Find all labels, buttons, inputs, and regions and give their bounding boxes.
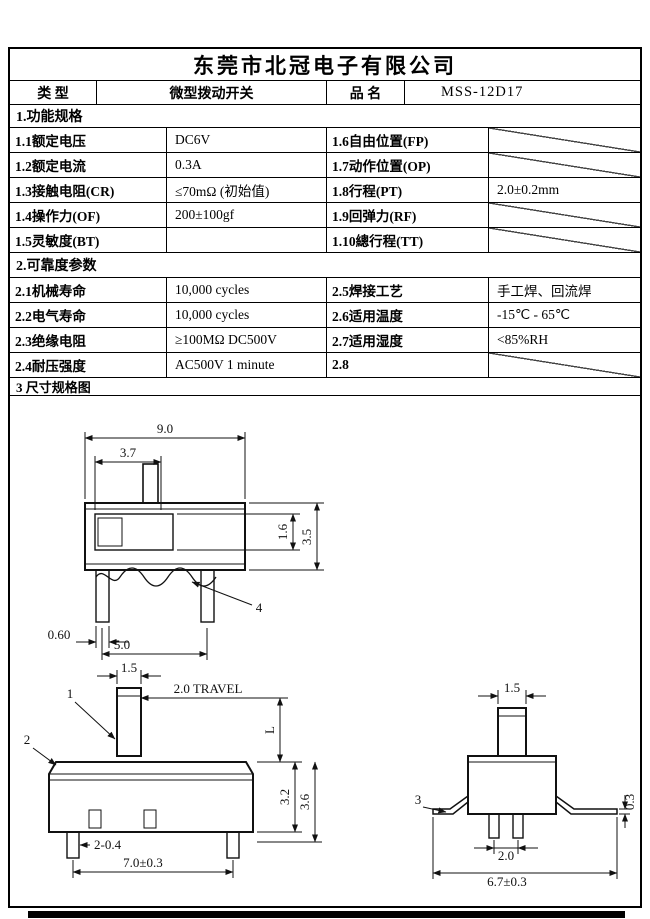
company-title: 东莞市北冠电子有限公司 [10, 49, 640, 81]
spec-label: 1.9回弹力(RF) [326, 203, 488, 227]
spec-label: 2.4耐压强度 [15, 359, 86, 374]
spec-label: 2.1机械寿命 [15, 284, 86, 299]
top-view-drawing [76, 432, 324, 660]
table-row: 2.2电气寿命 10,000 cycles 2.6适用温度 -15℃ - 65℃ [10, 303, 640, 328]
spec-label: 2.3绝缘电阻 [15, 334, 86, 349]
dim-front-pin-note: 2-0.4 [94, 837, 122, 852]
dim-front-stem-width: 1.5 [121, 660, 137, 675]
dim-side-total-width: 6.7±0.3 [487, 874, 527, 889]
section1-header: 1.功能规格 [10, 105, 640, 128]
dim-top-slot-width: 3.7 [120, 445, 137, 460]
dim-side-stem-width: 1.5 [504, 680, 520, 695]
dim-front-body-height: 3.2 [277, 789, 292, 805]
table-row: 1.5灵敏度(BT) 1.10總行程(TT) [10, 228, 640, 253]
table-row: 1.4操作力(OF) 200±100gf 1.9回弹力(RF) [10, 203, 640, 228]
dim-front-stem-height: L [262, 726, 277, 734]
spec-label: 2.6适用温度 [326, 303, 488, 327]
spec-label: 1.6自由位置(FP) [326, 128, 488, 152]
table-row: 2.1机械寿命 10,000 cycles 2.5焊接工艺 手工焊、回流焊 [10, 278, 640, 303]
callout-body-number: 2 [24, 732, 31, 747]
callout-bracket-number: 3 [415, 792, 422, 807]
side-view-drawing [422, 690, 630, 879]
spec-value: 10,000 cycles [166, 303, 326, 327]
dim-front-travel: 2.0 TRAVEL [174, 681, 243, 696]
table-row: 2.4耐压强度 AC500V 1 minute 2.8 [10, 353, 640, 378]
type-value: 微型拨动开关 [96, 81, 326, 104]
spec-label: 1.8行程(PT) [326, 178, 488, 202]
section3-header: 3 尺寸规格图 [10, 378, 640, 396]
dimension-drawing-area: 9.0 3.7 1.6 3.5 4 0.60 5.0 1.5 2.0 TRAVE… [10, 396, 640, 906]
spec-label: 2.5焊接工艺 [326, 278, 488, 302]
dim-front-total-width: 7.0±0.3 [123, 855, 163, 870]
dim-top-body-height: 3.5 [299, 529, 314, 545]
section2-header: 2.可靠度参数 [10, 253, 640, 278]
spec-label: 1.5灵敏度(BT) [15, 234, 100, 249]
dim-front-total-height: 3.6 [297, 793, 312, 810]
spec-value: -15℃ - 65℃ [488, 303, 640, 327]
spec-value: <85%RH [488, 328, 640, 352]
spec-label: 1.4操作力(OF) [15, 209, 101, 224]
empty-cell-strikethrough [488, 228, 640, 252]
type-label: 类 型 [37, 86, 69, 102]
callout-spring-number: 4 [256, 600, 263, 615]
spec-value: ≤70mΩ (初始值) [166, 178, 326, 202]
spec-label: 2.7适用湿度 [326, 328, 488, 352]
spec-value: AC500V 1 minute [166, 353, 326, 377]
dim-top-body-width: 9.0 [157, 421, 173, 436]
table-row: 2.3绝缘电阻 ≥100MΩ DC500V 2.7适用湿度 <85%RH [10, 328, 640, 353]
spec-value: 10,000 cycles [166, 278, 326, 302]
spec-value: DC6V [166, 128, 326, 152]
type-name-row: 类 型 微型拨动开关 品 名 MSS-12D17 [10, 81, 640, 105]
empty-cell-strikethrough [488, 353, 640, 377]
spec-label: 2.2电气寿命 [15, 309, 86, 324]
spec-label: 2.8 [326, 353, 488, 377]
product-name-value: MSS-12D17 [404, 81, 640, 104]
table-row: 1.2额定电流 0.3A 1.7动作位置(OP) [10, 153, 640, 178]
spec-value: ≥100MΩ DC500V [166, 328, 326, 352]
spec-value [166, 228, 326, 252]
spec-value: 0.3A [166, 153, 326, 177]
product-name-label: 品 名 [326, 81, 404, 104]
spec-label: 1.10總行程(TT) [326, 228, 488, 252]
dim-side-foot-thickness: 0.3 [622, 794, 637, 810]
empty-cell-strikethrough [488, 153, 640, 177]
callout-stem-number: 1 [67, 686, 74, 701]
table-row: 1.1额定电压 DC6V 1.6自由位置(FP) [10, 128, 640, 153]
spec-label: 1.7动作位置(OP) [326, 153, 488, 177]
scan-artifact-bar [28, 911, 625, 918]
dim-top-slot-height: 1.6 [275, 523, 290, 540]
spec-value: 200±100gf [166, 203, 326, 227]
empty-cell-strikethrough [488, 128, 640, 152]
spec-label: 1.2额定电流 [15, 159, 86, 174]
spec-value: 手工焊、回流焊 [488, 278, 640, 302]
empty-cell-strikethrough [488, 203, 640, 227]
spec-value: 2.0±0.2mm [488, 178, 640, 202]
dim-top-pin-pitch: 5.0 [114, 637, 130, 652]
front-view-drawing [32, 670, 322, 878]
dimension-drawings: 9.0 3.7 1.6 3.5 4 0.60 5.0 1.5 2.0 TRAVE… [24, 421, 637, 889]
dim-side-pin-pitch: 2.0 [498, 848, 514, 863]
table-row: 1.3接触电阻(CR) ≤70mΩ (初始值) 1.8行程(PT) 2.0±0.… [10, 178, 640, 203]
spec-label: 1.1额定电压 [15, 134, 86, 149]
spec-sheet: 东莞市北冠电子有限公司 类 型 微型拨动开关 品 名 MSS-12D17 1.功… [8, 47, 642, 908]
dim-top-pin-width: 0.60 [48, 627, 71, 642]
spec-label: 1.3接触电阻(CR) [15, 184, 115, 199]
